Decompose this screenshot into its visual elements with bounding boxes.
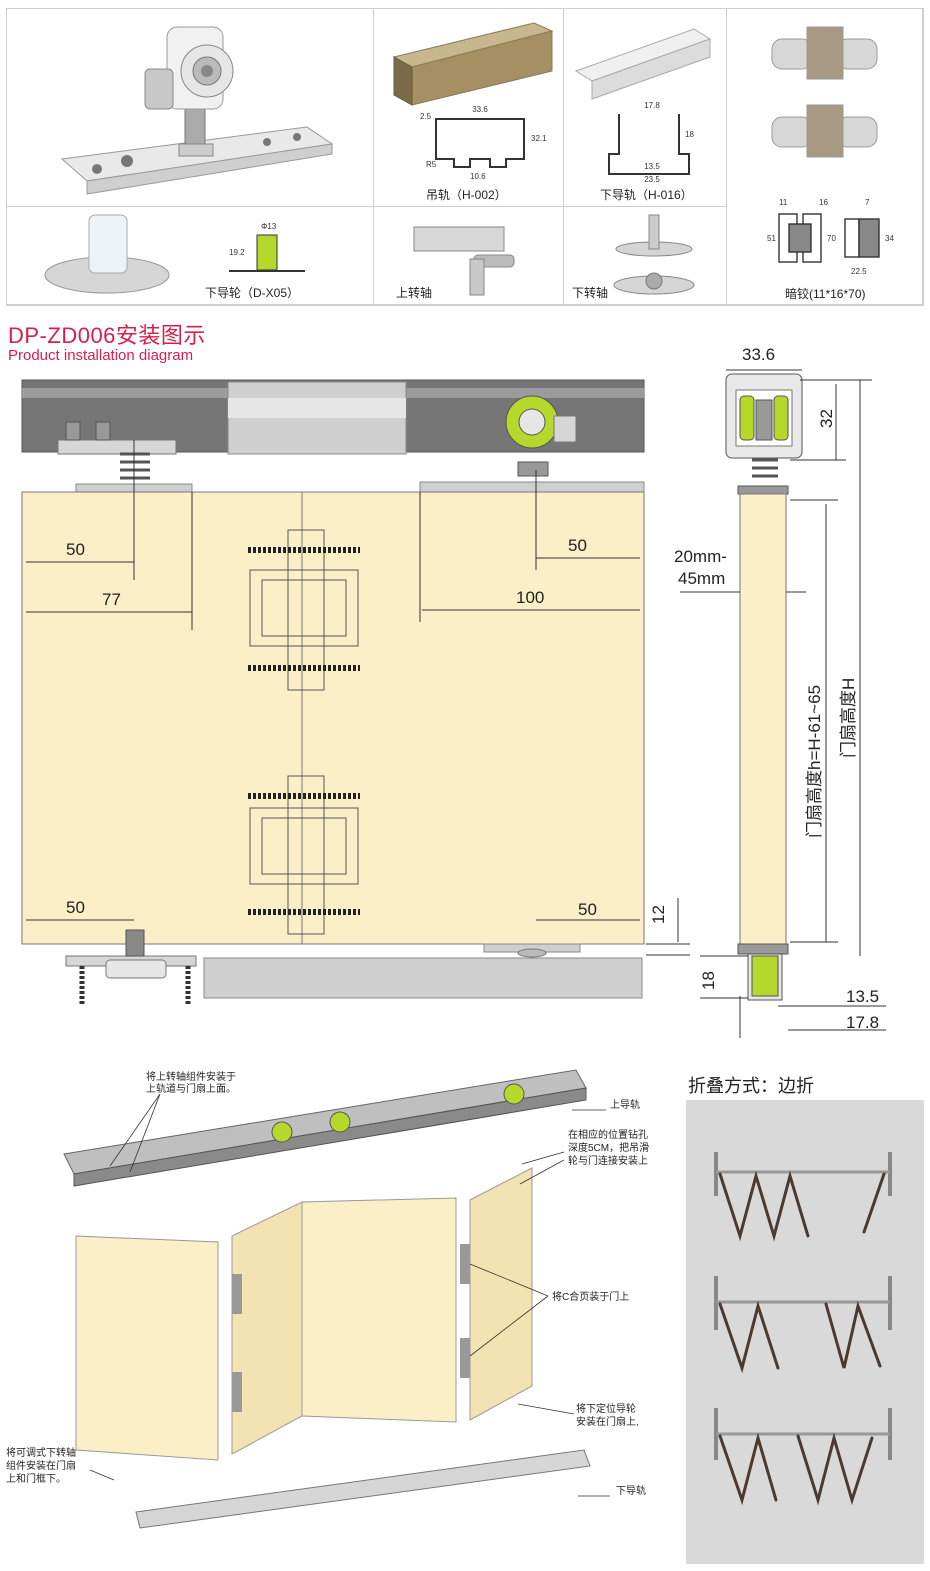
bottom-rail-caption: 下导轨（H-016） <box>600 188 693 202</box>
dim-front-50-bottom-left: 50 <box>66 898 85 917</box>
hidden-hinge-image: 11 16 7 51 70 34 22.5 <box>767 26 894 276</box>
dim-side-thickness-2: 45mm <box>678 569 725 588</box>
door-panel-left <box>21 491 303 945</box>
assembly-bottom-rail <box>135 1449 591 1529</box>
dim-side-18: 18 <box>699 971 718 990</box>
note-guide-2: 安装在门扇上, <box>576 1415 639 1428</box>
note-hinge: 将C合页装于门上 <box>552 1290 629 1303</box>
note-drill-2: 深度5CM，把吊滑 <box>568 1141 649 1154</box>
hanger-rail-caption: 吊轨（H-002） <box>426 188 507 202</box>
assembly-top-rail <box>63 1069 587 1175</box>
dim-front-77: 77 <box>102 590 121 609</box>
dim-hinge-34: 34 <box>885 234 894 243</box>
hinge-upper <box>248 529 360 691</box>
guide-wheel-image: Φ13 19.2 <box>44 214 305 294</box>
dim-hinge-16: 16 <box>819 198 828 207</box>
note-top-rail: 上导轨 <box>610 1098 640 1111</box>
dim-side-door-H: 门扇高度H <box>839 678 858 758</box>
assembly-door-2 <box>231 1201 303 1455</box>
dim-bottom-rail-base: 23.5 <box>644 175 660 184</box>
hanger-rail-image: 33.6 2.5 32.1 10.6 R5 <box>392 22 554 181</box>
dim-front-50-top-left: 50 <box>66 540 85 559</box>
bottom-rail <box>203 957 643 999</box>
assembly-door-4 <box>469 1167 533 1421</box>
cell-roller <box>7 9 374 207</box>
note-top-pivot-2: 上轨道与门扇上面。 <box>146 1082 236 1095</box>
dim-wheel-dia: Φ13 <box>261 222 277 231</box>
dim-hanger-height: 32.1 <box>531 134 547 143</box>
cell-bottom-rail: 17.8 18 13.5 23.5 下导轨（H-016） <box>564 9 727 207</box>
note-bottom-pivot-1: 将可调式下转轴 <box>6 1446 76 1459</box>
guide-wheel-caption: 下导轮（D-X05） <box>205 286 300 300</box>
section-title: DP-ZD006安装图示 <box>8 323 206 348</box>
dim-side-door-h: 门扇高度h=H-61~65 <box>805 685 824 838</box>
dim-front-100: 100 <box>516 588 544 607</box>
dim-side-thickness-1: 20mm- <box>674 547 727 566</box>
dim-hinge-51: 51 <box>767 234 776 243</box>
note-bottom-rail: 下导轨 <box>616 1484 646 1497</box>
dim-side-rail-height: 32 <box>817 409 836 428</box>
dim-wheel-height: 19.2 <box>229 248 245 257</box>
note-guide-1: 将下定位导轮 <box>576 1402 636 1415</box>
door-panel-right <box>301 491 645 945</box>
folding-patterns <box>714 1152 892 1506</box>
dim-side-13-5: 13.5 <box>846 987 879 1006</box>
dim-hinge-70: 70 <box>827 234 836 243</box>
side-door <box>739 493 787 945</box>
bottom-rail-image: 17.8 18 13.5 23.5 <box>574 28 712 184</box>
dim-bottom-rail-width: 17.8 <box>644 101 660 110</box>
section-subtitle: Product installation diagram <box>8 347 194 364</box>
dim-front-50-top-right: 50 <box>568 536 587 555</box>
dim-front-12: 12 <box>649 905 668 924</box>
roller-hanger-image <box>60 26 334 195</box>
assembly-door-3 <box>301 1197 457 1423</box>
hidden-hinge-caption: 暗铰(11*16*70) <box>785 287 866 301</box>
dim-hanger-wall: 2.5 <box>420 112 432 121</box>
cell-hidden-hinge: 11 16 7 51 70 34 22.5 暗铰(11*16*70) <box>727 9 923 305</box>
top-pivot-caption: 上转轴 <box>396 286 433 300</box>
bottom-pivot-image <box>613 214 695 295</box>
folding-title: 折叠方式：边折 <box>688 1076 814 1096</box>
cell-guide-wheel: Φ13 19.2 下导轮（D-X05） <box>7 207 374 305</box>
dim-hanger-radius: R5 <box>426 160 437 169</box>
dim-side-width: 33.6 <box>742 345 775 364</box>
dim-hinge-11: 11 <box>779 198 788 207</box>
note-bottom-pivot-3: 上和门框下。 <box>6 1472 66 1485</box>
product-grid: 33.6 2.5 32.1 10.6 R5 吊轨（H-002） 17.8 18 … <box>6 8 924 306</box>
bottom-pivot-caption: 下转轴 <box>572 286 609 300</box>
dim-hanger-width: 33.6 <box>472 105 488 114</box>
note-top-pivot-1: 将上转轴组件安装于 <box>146 1070 236 1083</box>
assembly-door-1 <box>75 1235 219 1461</box>
cell-hanger-rail: 33.6 2.5 32.1 10.6 R5 吊轨（H-002） <box>374 9 564 207</box>
note-drill-3: 轮与门连接安装上 <box>568 1154 648 1167</box>
dim-front-50-bottom-right: 50 <box>578 900 597 919</box>
installation-drawing: 50 77 50 100 50 50 12 33.6 32 20mm- 45mm… <box>21 345 886 1038</box>
assembly-drawing: 将上转轴组件安装于 上轨道与门扇上面。 上导轨 在相应的位置钻孔 深度5CM，把… <box>6 1069 649 1529</box>
cell-top-pivot: 上转轴 <box>374 207 564 305</box>
dim-hinge-22-5: 22.5 <box>851 267 867 276</box>
dim-hinge-7: 7 <box>865 198 870 207</box>
note-drill-1: 在相应的位置钻孔 <box>568 1128 648 1141</box>
note-bottom-pivot-2: 组件安装在门扇 <box>6 1459 76 1472</box>
cell-bottom-pivot: 下转轴 <box>564 207 727 305</box>
folding-diagram <box>686 1100 924 1564</box>
top-pivot-image <box>413 226 515 296</box>
dim-bottom-rail-height: 18 <box>685 130 694 139</box>
hinge-lower <box>248 775 360 935</box>
dim-hanger-slot: 10.6 <box>470 172 486 181</box>
dim-side-17-8: 17.8 <box>846 1013 879 1032</box>
dim-bottom-rail-inner: 13.5 <box>644 162 660 171</box>
